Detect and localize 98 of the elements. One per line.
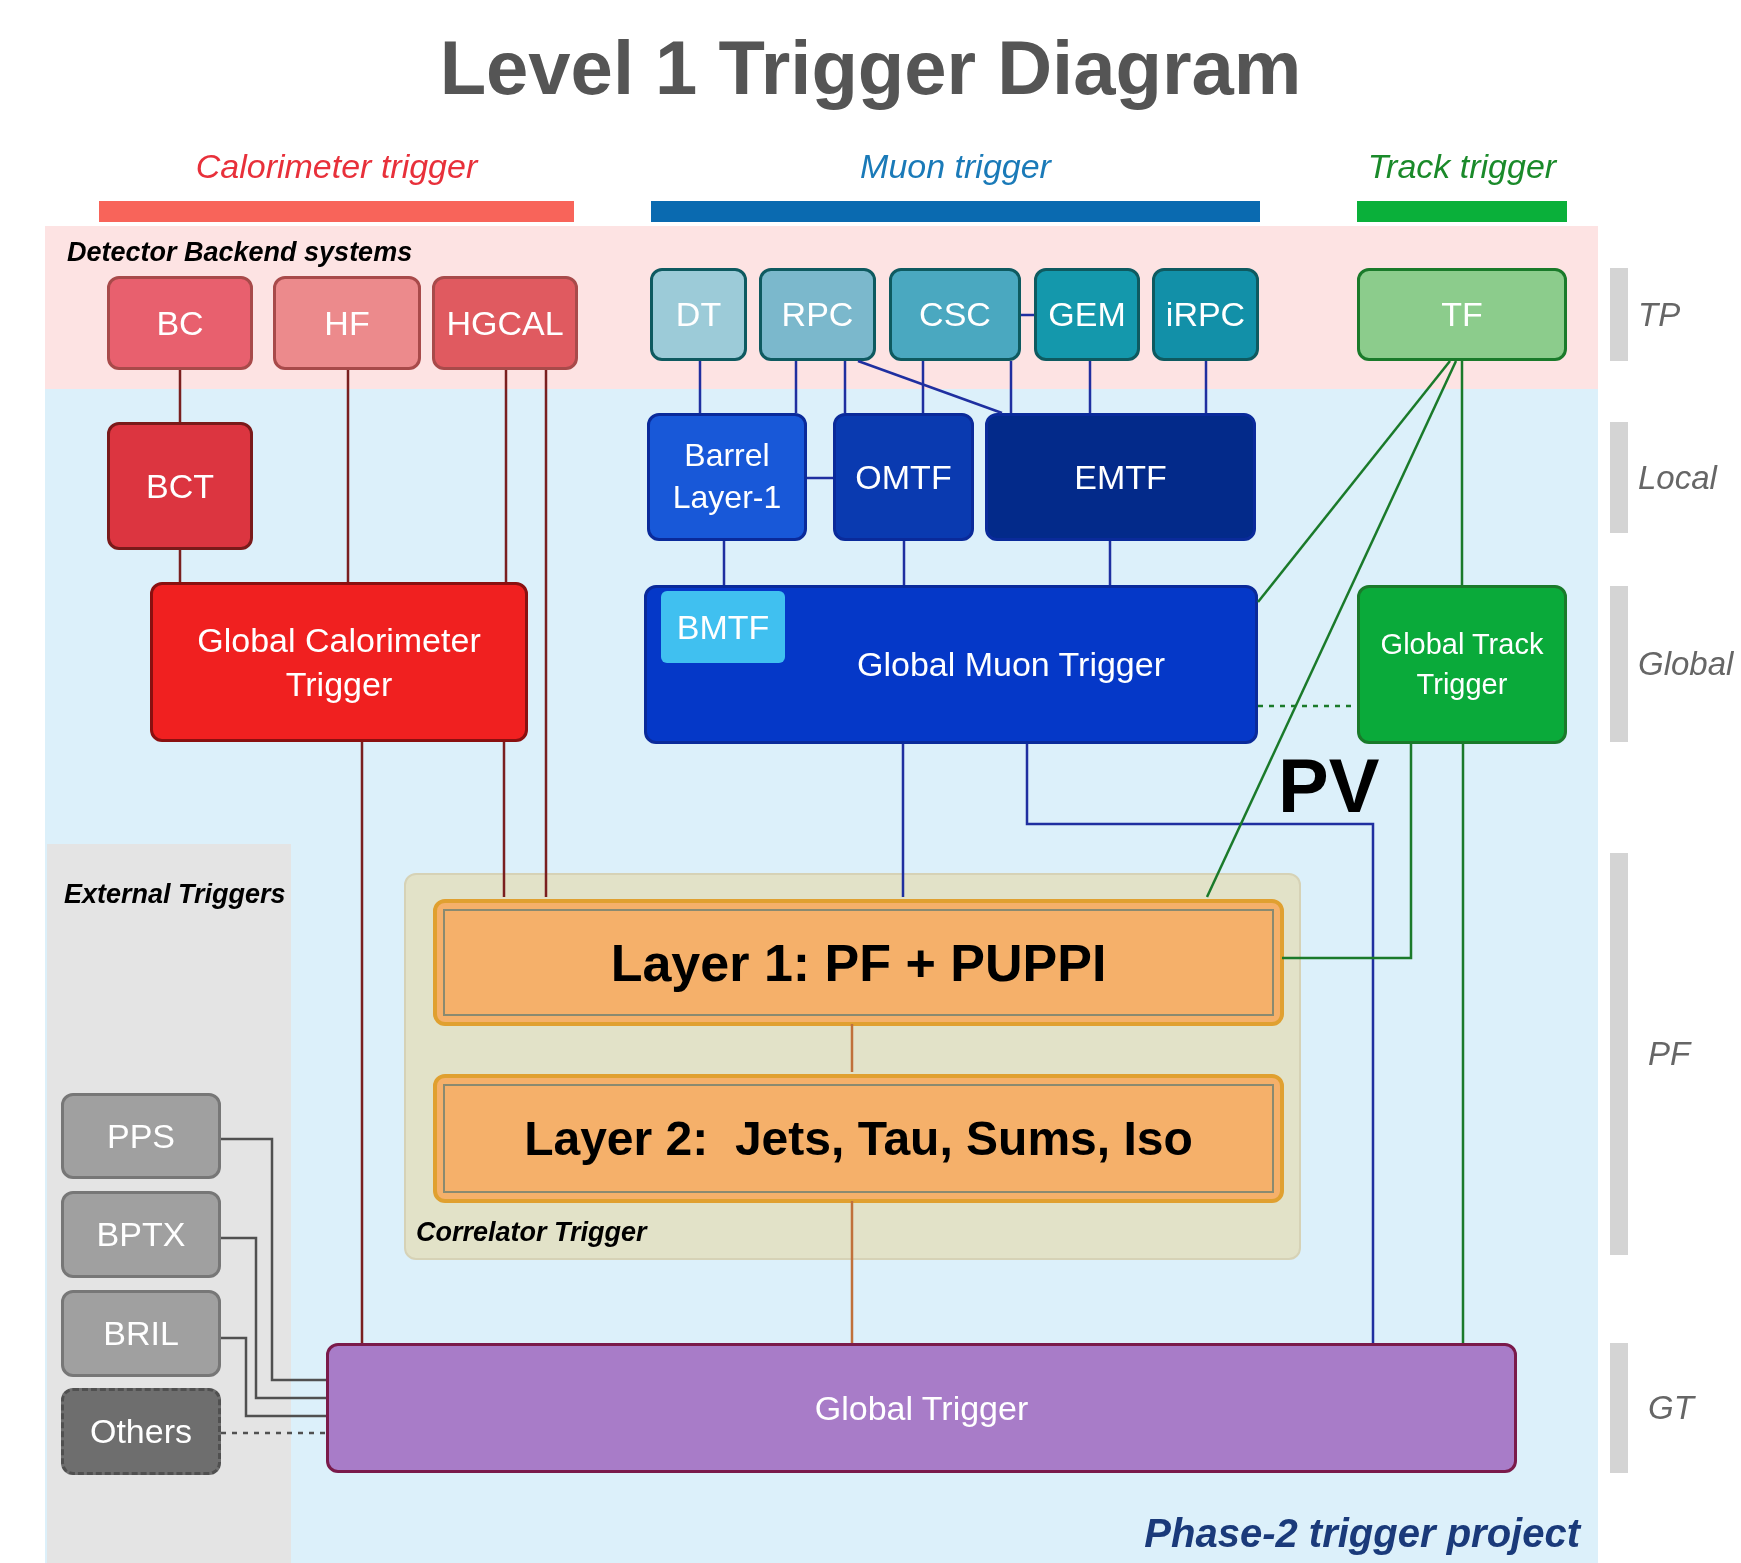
connector-line: [1257, 360, 1451, 603]
node-label: PPS: [106, 1115, 175, 1157]
connector-line: [1460, 361, 1464, 585]
process-box: [1152, 268, 1259, 361]
node-label: Global Muon Trigger: [856, 644, 1165, 685]
process-box: [432, 276, 578, 370]
node-label: BPTX: [96, 1214, 186, 1255]
node-label: Barrel Layer-1: [671, 436, 783, 517]
node-label: BRIL: [103, 1313, 179, 1354]
node-label: RPC: [781, 294, 854, 335]
node-label: Global Calorimeter Trigger: [196, 619, 482, 705]
node-label: Muon trigger: [860, 146, 1051, 187]
level-label: Local: [1638, 457, 1717, 498]
node-label: TF: [1441, 294, 1483, 335]
process-box: [61, 1191, 221, 1278]
connector-line: [850, 1201, 854, 1343]
process-box: [889, 268, 1021, 361]
connector-line: [178, 370, 182, 422]
connector-line: [1108, 541, 1112, 585]
connector-line: [502, 742, 506, 897]
process-box: [647, 413, 807, 541]
node-label: Phase-2 trigger project: [1144, 1510, 1580, 1557]
process-box: [150, 582, 528, 742]
connector-line: [360, 742, 364, 1343]
connector-line: [698, 361, 702, 413]
process-box: [661, 591, 785, 663]
connector-line: [807, 476, 833, 480]
node-label: GEM: [1048, 294, 1126, 335]
node-label: DT: [675, 294, 722, 335]
node-label: BC: [156, 302, 204, 344]
connector-line: [902, 541, 906, 585]
node-label: Detector Backend systems: [67, 236, 413, 269]
connector-line: [794, 361, 798, 413]
node-label: Global Trigger: [814, 1387, 1029, 1429]
node-label: iRPC: [1165, 294, 1246, 335]
node-label: OMTF: [855, 456, 952, 498]
process-box: [107, 276, 253, 370]
process-box: [650, 268, 747, 361]
connector-line: [1282, 744, 1413, 960]
connector-line: [843, 361, 847, 413]
node-label: BMTF: [676, 606, 770, 648]
process-box: [61, 1290, 221, 1377]
node-label: External Triggers: [64, 878, 286, 911]
section-label: PV: [1278, 748, 1380, 824]
process-box: [107, 422, 253, 550]
connector-line: [221, 1137, 326, 1382]
connector-line: [901, 744, 905, 897]
node-label: Layer 1: PF + PUPPI: [443, 909, 1274, 1016]
group-panel: [404, 873, 1301, 1260]
connector-line: [221, 1236, 326, 1400]
connector-line: [1204, 361, 1208, 413]
connector-line: [722, 541, 726, 585]
connector-line: [850, 1024, 854, 1072]
connector-line: [544, 370, 548, 897]
node-label: EMTF: [1074, 456, 1167, 498]
node-label: Calorimeter trigger: [195, 146, 478, 187]
process-box: [433, 1074, 1284, 1203]
node-label: HF: [324, 302, 370, 344]
process-box: [644, 585, 1258, 744]
connector-line: [1021, 313, 1034, 317]
process-box: [273, 276, 421, 370]
connector-line: [1461, 744, 1465, 1343]
level-label: GT: [1648, 1388, 1694, 1429]
connector-line: [1009, 361, 1013, 413]
process-box: [1357, 585, 1567, 744]
process-box: [1034, 268, 1140, 361]
node-label: Layer 2: Jets, Tau, Sums, Iso: [443, 1084, 1274, 1193]
connector-line: [1088, 361, 1092, 413]
connector-line: [221, 1431, 326, 1435]
process-box: [61, 1093, 221, 1179]
connector-line: [346, 370, 350, 582]
level-label: Global: [1638, 644, 1734, 685]
group-panel: [45, 226, 1598, 389]
node-label: Global Track Trigger: [1379, 627, 1545, 702]
connector-line: [178, 550, 182, 582]
connector-line: [857, 359, 1003, 415]
node-label: BCT: [146, 465, 214, 507]
node-label: CSC: [919, 294, 991, 335]
node-label: Others: [89, 1411, 192, 1452]
group-panel: [47, 844, 291, 1563]
connector-line: [921, 361, 925, 413]
process-box: [433, 899, 1284, 1026]
connector-line: [221, 1336, 326, 1418]
process-box: [61, 1388, 221, 1475]
process-box: [1357, 268, 1567, 361]
node-label: HGCAL: [446, 302, 564, 344]
node-label: Correlator Trigger: [416, 1215, 647, 1249]
node-label: Track trigger: [1367, 146, 1557, 187]
level-label: TP: [1638, 294, 1681, 335]
group-panel: [45, 389, 1598, 1563]
process-box: [326, 1343, 1517, 1473]
connector-line: [504, 370, 508, 582]
process-box: [985, 413, 1256, 541]
connector-line: [1205, 360, 1458, 898]
connector-line: [1025, 744, 1375, 1343]
process-box: [759, 268, 876, 361]
level-label: PF: [1648, 1034, 1691, 1075]
process-box: [833, 413, 974, 541]
